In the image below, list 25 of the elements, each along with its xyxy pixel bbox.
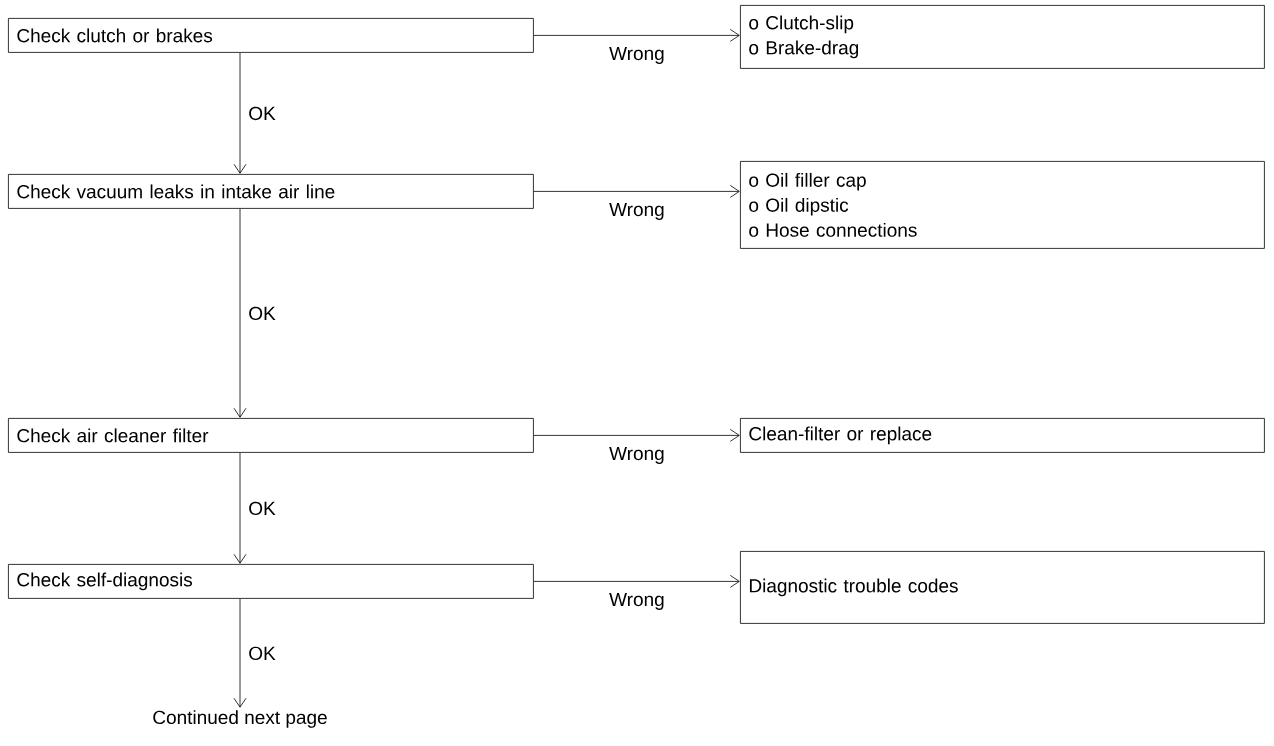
arrow	[533, 29, 740, 42]
arrow	[533, 185, 740, 198]
edge-label: OK	[246, 104, 278, 123]
end-text: Continued next page	[153, 710, 327, 728]
process-box: Check vacuum leaks in intake air line	[8, 174, 534, 209]
process-box: Check self-diagnosis	[8, 564, 534, 599]
process-box: Check clutch or brakes	[8, 18, 534, 53]
arrow	[533, 429, 740, 442]
arrow	[233, 52, 247, 174]
arrow	[233, 598, 247, 708]
edge-label: Wrong	[607, 44, 667, 66]
process-box: Check air cleaner filter	[8, 418, 534, 453]
process-box: Diagnostic trouble codes	[740, 551, 1265, 624]
edge-label: Wrong	[607, 590, 667, 612]
arrow	[233, 208, 247, 418]
arrow	[233, 452, 247, 564]
edge-label: OK	[246, 644, 278, 663]
process-box: o Oil filler cap o Oil dipstic o Hose connections	[740, 161, 1265, 249]
edge-label: OK	[246, 304, 278, 323]
process-box: o Clutch-slip o Brake-drag	[740, 5, 1265, 69]
edge-label: Wrong	[607, 444, 667, 466]
edge-label: OK	[246, 499, 278, 518]
edge-label: Wrong	[607, 200, 667, 222]
arrow	[533, 575, 740, 588]
process-box: Clean-filter or replace	[740, 418, 1265, 453]
